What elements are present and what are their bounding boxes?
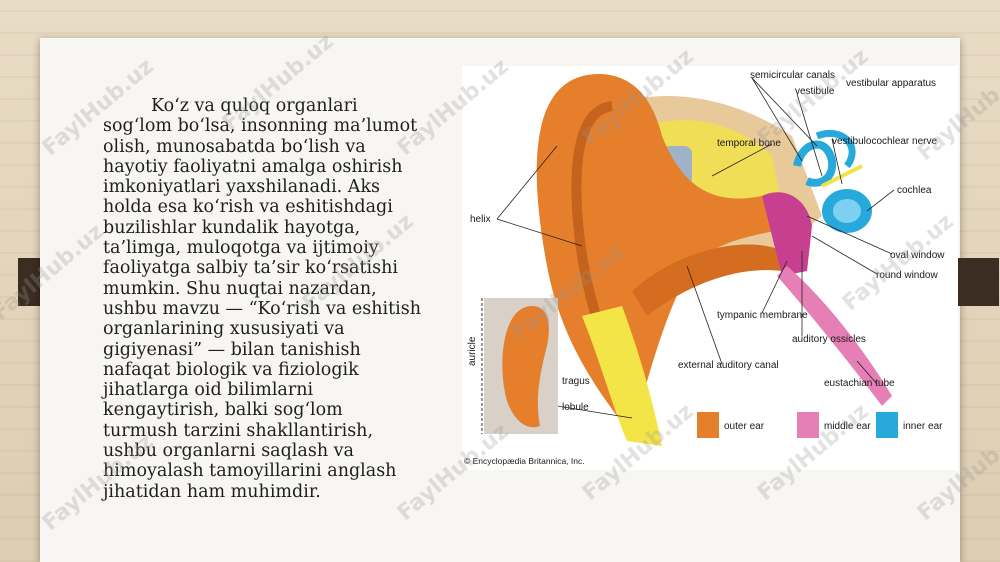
body-paragraph: Ko‘z va quloq organlari sog‘lom bo‘lsa, … [103, 96, 421, 502]
cochlea-inner-shape [833, 199, 861, 223]
legend-swatch-inner-ear [876, 412, 898, 438]
label-temporal-bone: temporal bone [717, 138, 781, 149]
legend-swatch-outer-ear [697, 412, 719, 438]
ear-canal-shape [632, 244, 782, 316]
label-copyright: © Encyclopædia Britannica, Inc. [464, 456, 585, 466]
label-round-window: round window [876, 270, 938, 281]
label-tragus: tragus [562, 376, 590, 387]
label-helix: helix [470, 214, 491, 225]
label-eustachian-tube: eustachian tube [824, 378, 895, 389]
legend-label-inner-ear: inner ear [903, 421, 943, 432]
label-lobule: lobule [562, 402, 589, 413]
label-vestibulocochlear-nerve: vestibulocochlear nerve [832, 136, 937, 147]
label-auricle: auricle [467, 336, 478, 366]
legend-swatch-middle-ear [797, 412, 819, 438]
ear-anatomy-diagram: semicircular canals vestibule vestibular… [462, 66, 958, 470]
nerve-shape [821, 164, 863, 188]
label-cochlea: cochlea [897, 185, 932, 196]
semicircular-canal-2-shape [815, 129, 856, 169]
eustachian-tube-shape [777, 266, 892, 406]
label-semicircular-canals: semicircular canals [750, 70, 835, 81]
leader-lines [496, 77, 895, 419]
legend-label-middle-ear: middle ear [824, 421, 871, 432]
ear-anatomy-svg: semicircular canals vestibule vestibular… [464, 70, 945, 466]
semicircular-canal-shape [793, 140, 837, 187]
label-vestibular-apparatus: vestibular apparatus [846, 78, 936, 89]
legend-label-outer-ear: outer ear [724, 421, 765, 432]
label-tympanic-membrane: tympanic membrane [717, 310, 808, 321]
label-auditory-ossicles: auditory ossicles [792, 334, 866, 345]
auricle-inset-ear [502, 306, 549, 428]
label-vestibule: vestibule [795, 86, 835, 97]
label-external-auditory-canal: external auditory canal [678, 360, 779, 371]
canal-fat-shape [582, 306, 662, 446]
right-tab-decoration [955, 258, 999, 306]
middle-ear-shape [762, 192, 812, 276]
label-oval-window: oval window [890, 250, 945, 261]
